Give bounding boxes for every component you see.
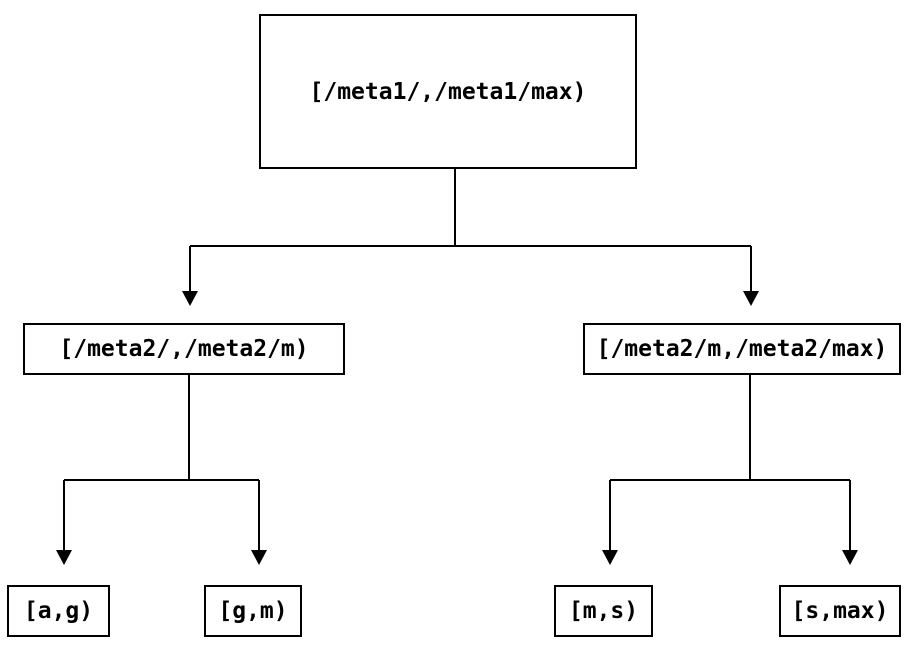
arrowhead-to-leaf-ag [56,550,72,565]
edge-root-to-children [189,169,752,291]
node-leaf-gm-label: [g,m) [218,598,288,624]
node-leaf-smax: [s,max) [779,585,901,637]
node-mid-right-label: [/meta2/m,/meta2/max) [596,336,888,362]
node-root-label: [/meta1/,/meta1/max) [309,78,587,105]
arrowhead-to-mid-right [743,291,759,306]
arrowhead-to-leaf-smax [842,550,858,565]
edge-mid-left-to-leaves [63,375,260,550]
node-leaf-gm: [g,m) [204,585,302,637]
node-leaf-ms-label: [m,s) [568,598,639,624]
node-leaf-ag: [a,g) [7,585,110,637]
node-leaf-ag-label: [a,g) [23,598,94,624]
node-mid-left-label: [/meta2/,/meta2/m) [59,336,309,362]
arrowhead-to-leaf-gm [251,550,267,565]
arrowhead-to-mid-left [182,291,198,306]
node-mid-left: [/meta2/,/meta2/m) [23,323,345,375]
node-leaf-ms: [m,s) [554,585,653,637]
node-leaf-smax-label: [s,max) [791,598,889,624]
arrowhead-to-leaf-ms [602,550,618,565]
node-root: [/meta1/,/meta1/max) [259,14,637,169]
edge-mid-right-to-leaves [609,375,851,550]
node-mid-right: [/meta2/m,/meta2/max) [583,323,901,375]
